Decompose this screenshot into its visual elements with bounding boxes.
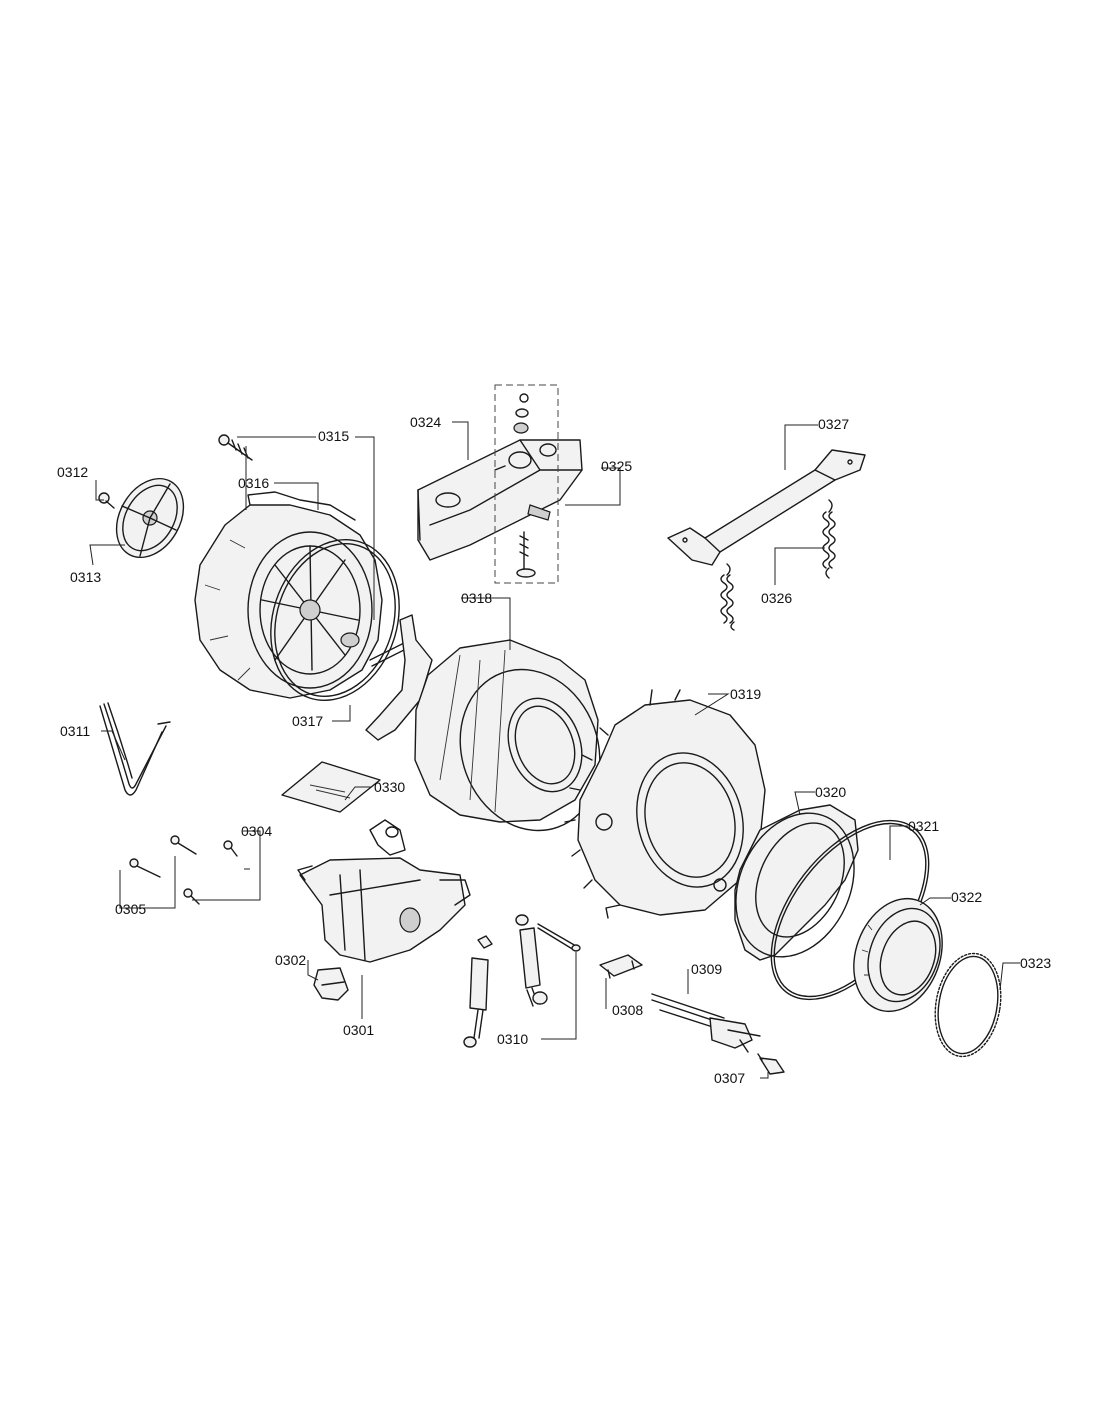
- counterweight-drawing: [417, 439, 583, 561]
- part-label-0327: 0327: [818, 416, 849, 432]
- suspension-springs-drawing: [720, 499, 836, 631]
- part-label-0315: 0315: [318, 428, 349, 444]
- part-label-0322: 0322: [951, 889, 982, 905]
- part-label-0325: 0325: [601, 458, 632, 474]
- tub-seal-ring-drawing: [270, 538, 400, 702]
- part-label-0305: 0305: [115, 901, 146, 917]
- spring-ring-drawing: [934, 952, 1002, 1058]
- part-label-0318: 0318: [461, 590, 492, 606]
- cross-brace-drawing: [667, 449, 866, 566]
- motor-drawing: [297, 819, 471, 963]
- part-label-0317: 0317: [292, 713, 323, 729]
- part-label-0313: 0313: [70, 569, 101, 585]
- pulley-wheel-drawing: [115, 477, 185, 559]
- drive-belt-drawing: [99, 702, 171, 796]
- heating-element-drawing: [651, 993, 761, 1053]
- shock-absorbers-drawing: [463, 914, 581, 1048]
- temperature-sensor-drawing: [757, 1053, 785, 1075]
- part-label-0310: 0310: [497, 1031, 528, 1047]
- part-label-0326: 0326: [761, 590, 792, 606]
- part-label-0307: 0307: [714, 1070, 745, 1086]
- part-label-0320: 0320: [815, 784, 846, 800]
- part-label-0308: 0308: [612, 1002, 643, 1018]
- part-label-0330: 0330: [374, 779, 405, 795]
- part-label-0324: 0324: [410, 414, 441, 430]
- part-label-0302: 0302: [275, 952, 306, 968]
- motor-screws-drawing: [129, 835, 238, 905]
- part-label-0316: 0316: [238, 475, 269, 491]
- leader-lines: [89, 421, 1020, 1079]
- part-label-0319: 0319: [730, 686, 761, 702]
- part-label-0311: 0311: [60, 723, 90, 739]
- part-label-0321: 0321: [908, 818, 939, 834]
- front-tub-drawing: [564, 689, 766, 919]
- counterweight-fixing-kit-drawing: [494, 384, 559, 584]
- part-label-0323: 0323: [1020, 955, 1051, 971]
- instruction-sheet-drawing: [281, 761, 381, 813]
- front-ring-drawing: [853, 897, 943, 1013]
- part-label-0312: 0312: [57, 464, 88, 480]
- screw-0315-drawing: [218, 434, 253, 461]
- drum-drawing: [365, 614, 601, 832]
- door-gasket-drawing: [734, 804, 859, 961]
- part-label-0309: 0309: [691, 961, 722, 977]
- rear-tub-drawing: [194, 491, 383, 699]
- part-label-0304: 0304: [241, 823, 272, 839]
- sensor-clip-drawing: [599, 954, 643, 979]
- motor-bracket-drawing: [313, 967, 349, 1001]
- part-label-0301: 0301: [343, 1022, 374, 1038]
